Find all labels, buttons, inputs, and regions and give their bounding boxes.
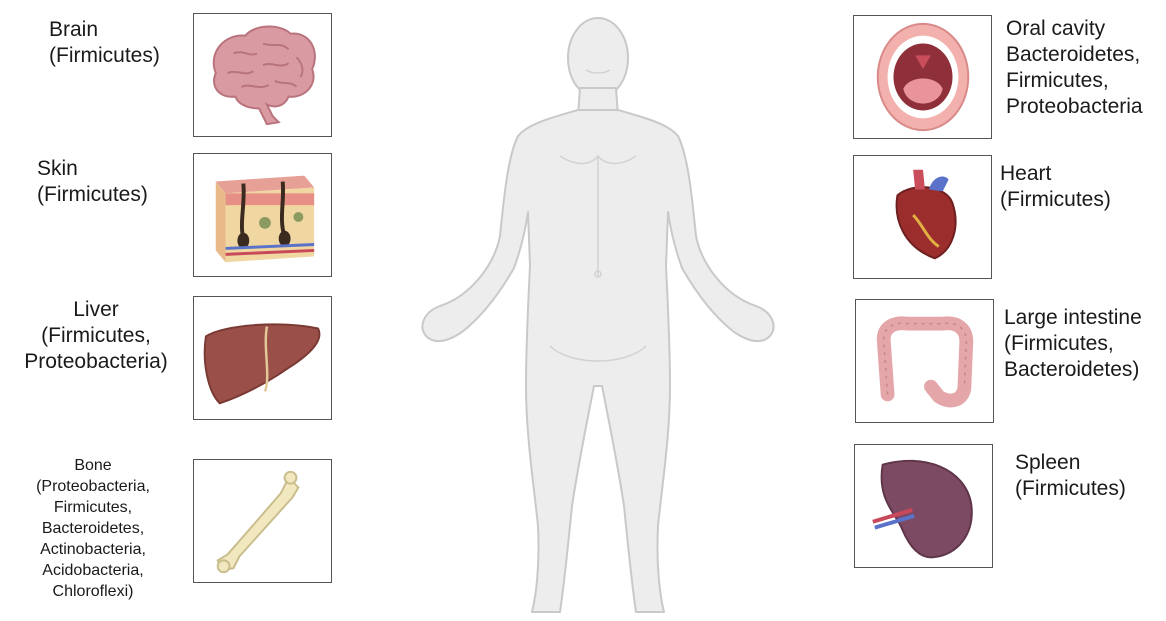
bone-bacteria-4: Actinobacteria, bbox=[17, 539, 169, 560]
oral-cavity-bacteria-2: Firmicutes, bbox=[1006, 68, 1143, 94]
large-intestine-label: Large intestine (Firmicutes, Bacteroidet… bbox=[1004, 305, 1142, 383]
heart-label: Heart (Firmicutes) bbox=[1000, 161, 1111, 213]
human-body-figure bbox=[410, 6, 782, 621]
bone-bacteria-3: Bacteroidetes, bbox=[17, 518, 169, 539]
heart-bacteria: (Firmicutes) bbox=[1000, 187, 1111, 213]
skin-title: Skin bbox=[37, 156, 148, 182]
brain-image-box bbox=[193, 13, 332, 137]
oral-cavity-image-box bbox=[853, 15, 992, 139]
bone-title: Bone bbox=[17, 455, 169, 476]
large-intestine-icon bbox=[856, 300, 993, 422]
spleen-title: Spleen bbox=[1015, 450, 1126, 476]
bone-label: Bone (Proteobacteria, Firmicutes, Bacter… bbox=[17, 455, 169, 602]
skin-bacteria: (Firmicutes) bbox=[37, 182, 148, 208]
brain-label: Brain (Firmicutes) bbox=[49, 17, 160, 69]
oral-cavity-bacteria-1: Bacteroidetes, bbox=[1006, 42, 1143, 68]
heart-image-box bbox=[853, 155, 992, 279]
heart-title: Heart bbox=[1000, 161, 1111, 187]
liver-bacteria-2: Proteobacteria) bbox=[10, 349, 182, 375]
large-intestine-bacteria-1: (Firmicutes, bbox=[1004, 331, 1142, 357]
heart-icon bbox=[854, 156, 991, 278]
bone-bacteria-1: (Proteobacteria, bbox=[17, 476, 169, 497]
spleen-bacteria: (Firmicutes) bbox=[1015, 476, 1126, 502]
liver-label: Liver (Firmicutes, Proteobacteria) bbox=[10, 297, 182, 375]
brain-icon bbox=[194, 14, 331, 136]
skin-label: Skin (Firmicutes) bbox=[37, 156, 148, 208]
liver-icon bbox=[194, 297, 331, 419]
bone-bacteria-5: Acidobacteria, bbox=[17, 560, 169, 581]
bone-icon bbox=[194, 460, 331, 582]
skin-image-box bbox=[193, 153, 332, 277]
spleen-image-box bbox=[854, 444, 993, 568]
liver-bacteria-1: (Firmicutes, bbox=[10, 323, 182, 349]
oral-cavity-label: Oral cavity Bacteroidetes, Firmicutes, P… bbox=[1006, 16, 1143, 120]
skin-icon bbox=[194, 154, 331, 276]
brain-title: Brain bbox=[49, 17, 160, 43]
bone-bacteria-2: Firmicutes, bbox=[17, 497, 169, 518]
oral-cavity-title: Oral cavity bbox=[1006, 16, 1143, 42]
liver-title: Liver bbox=[10, 297, 182, 323]
brain-bacteria: (Firmicutes) bbox=[49, 43, 160, 69]
large-intestine-image-box bbox=[855, 299, 994, 423]
liver-image-box bbox=[193, 296, 332, 420]
spleen-label: Spleen (Firmicutes) bbox=[1015, 450, 1126, 502]
bone-bacteria-6: Chloroflexi) bbox=[17, 581, 169, 602]
large-intestine-title: Large intestine bbox=[1004, 305, 1142, 331]
large-intestine-bacteria-2: Bacteroidetes) bbox=[1004, 357, 1142, 383]
oral-cavity-bacteria-3: Proteobacteria bbox=[1006, 94, 1143, 120]
spleen-icon bbox=[855, 445, 992, 567]
oral-cavity-icon bbox=[854, 16, 991, 138]
bone-image-box bbox=[193, 459, 332, 583]
